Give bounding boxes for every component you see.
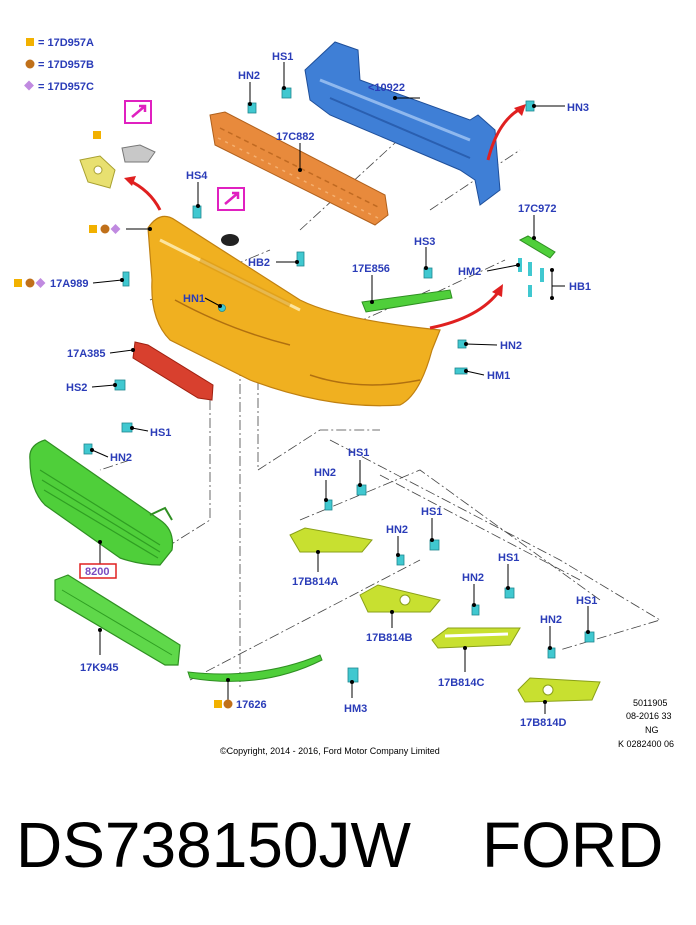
assembly-lines xyxy=(99,119,661,690)
fog-lamp-bezel-17b814a xyxy=(289,527,373,553)
legend-label-c: = 17D957C xyxy=(38,81,94,93)
marker-circle-icon xyxy=(100,224,110,234)
copyright-notice: ©Copyright, 2014 - 2016, Ford Motor Comp… xyxy=(220,746,440,756)
info-line-2: 08-2016 33 xyxy=(626,711,672,721)
label-17k945: 17K945 xyxy=(80,662,119,674)
info-line-4: K 0282400 06 xyxy=(618,739,674,749)
leader-lines xyxy=(91,62,589,714)
label-hn2-left: HN2 xyxy=(110,452,132,464)
label-hb2: HB2 xyxy=(248,257,270,269)
part-number-caption: DS738150JW FORD xyxy=(16,809,664,881)
lower-deflector-17a385 xyxy=(132,341,214,401)
info-line-3: NG xyxy=(645,725,659,735)
marker-square-icon xyxy=(14,279,22,287)
drawing-info: 5011905 08-2016 33 NG K 0282400 06 xyxy=(618,698,674,749)
label-17e856: 17E856 xyxy=(352,263,390,275)
part-labels: HN2 HS1 <10922 HN3 17C882 HS4 17C972 HS3… xyxy=(50,51,597,729)
marker-circle-icon xyxy=(223,699,233,709)
bumper-reinforcement xyxy=(304,41,501,206)
label-hm2: HM2 xyxy=(458,266,481,278)
marker-circle-icon xyxy=(25,278,35,288)
parking-sensor-holder xyxy=(79,144,156,189)
label-hs1-top: HS1 xyxy=(272,51,293,63)
detail-callout-emblem xyxy=(217,187,245,211)
label-hn2-a: HN2 xyxy=(314,467,336,479)
legend-label-a: = 17D957A xyxy=(38,37,94,49)
upper-grille-8200 xyxy=(29,439,174,566)
label-17b814c: 17B814C xyxy=(438,677,485,689)
label-hs2: HS2 xyxy=(66,382,87,394)
label-hn2-right: HN2 xyxy=(500,340,522,352)
label-hn2-top: HN2 xyxy=(238,70,260,82)
marker-diamond-icon xyxy=(110,224,121,234)
label-8200: 8200 xyxy=(85,566,109,578)
label-hs1-c: HS1 xyxy=(498,552,519,564)
label-17b814b: 17B814B xyxy=(366,632,413,644)
label-17a989: 17A989 xyxy=(50,278,89,290)
arrow-heads xyxy=(124,104,526,297)
label-10922: <10922 xyxy=(368,82,405,94)
legend-label-b: = 17D957B xyxy=(38,59,94,71)
lower-lip-17626 xyxy=(187,654,323,682)
legend-square-icon xyxy=(26,38,34,46)
bumper-cover xyxy=(147,215,441,407)
label-hb1: HB1 xyxy=(569,281,591,293)
fog-lamp-bezel-17b814c xyxy=(431,627,521,649)
marker-square-icon xyxy=(93,131,101,139)
label-17c882: 17C882 xyxy=(276,131,315,143)
fog-lamp-bezel-17b814b xyxy=(359,584,441,613)
label-hs4: HS4 xyxy=(186,170,208,182)
bracket-17c972 xyxy=(518,235,556,297)
label-hs3: HS3 xyxy=(414,236,435,248)
legend: = 17D957A = 17D957B = 17D957C xyxy=(24,37,94,93)
highlight-box-8200 xyxy=(79,563,117,579)
label-17c972: 17C972 xyxy=(518,203,557,215)
side-strip-17e856 xyxy=(361,289,453,313)
detail-callout-sensor xyxy=(124,100,152,124)
label-hs1-a: HS1 xyxy=(348,447,369,459)
label-hn2-b: HN2 xyxy=(386,524,408,536)
part-legend-markers xyxy=(14,131,233,709)
marker-square-icon xyxy=(214,700,222,708)
label-17a385: 17A385 xyxy=(67,348,106,360)
label-17b814d: 17B814D xyxy=(520,717,567,729)
leader-dots xyxy=(90,86,590,704)
fog-lamp-bezel-17b814d xyxy=(517,677,601,703)
legend-diamond-icon xyxy=(24,80,34,91)
info-line-1: 5011905 xyxy=(633,698,667,708)
label-hm3: HM3 xyxy=(344,703,367,715)
legend-circle-icon xyxy=(25,59,35,69)
label-hs1-left: HS1 xyxy=(150,427,171,439)
label-hm1: HM1 xyxy=(487,370,510,382)
label-17b814a: 17B814A xyxy=(292,576,339,588)
label-hn1: HN1 xyxy=(183,293,205,305)
label-hn2-c: HN2 xyxy=(462,572,484,584)
label-hn2-d: HN2 xyxy=(540,614,562,626)
label-17626: 17626 xyxy=(236,699,267,711)
lower-grille-17k945 xyxy=(54,574,181,666)
label-hs1-b: HS1 xyxy=(421,506,442,518)
label-hs1-d: HS1 xyxy=(576,595,597,607)
marker-diamond-icon xyxy=(35,278,46,288)
marker-square-icon xyxy=(89,225,97,233)
ford-emblem xyxy=(221,234,239,246)
label-hn3: HN3 xyxy=(567,102,589,114)
fasteners xyxy=(83,87,595,683)
